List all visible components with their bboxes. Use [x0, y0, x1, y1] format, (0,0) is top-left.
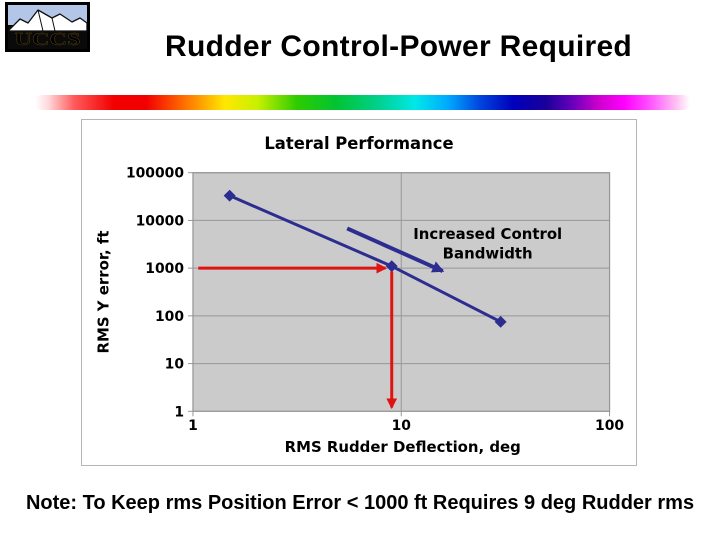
y-tick-label: 10000 — [136, 213, 185, 229]
data-point-marker — [385, 260, 398, 273]
data-point-marker — [223, 189, 236, 202]
annotation-label: Bandwidth — [443, 245, 533, 263]
uccs-logo-graphic: UCCS — [8, 5, 87, 49]
y-tick-label: 100 — [155, 309, 184, 325]
y-tick-label: 1000 — [145, 261, 184, 277]
data-point-marker — [494, 315, 507, 328]
plot-border — [192, 172, 611, 412]
mountain-ridge-lines — [37, 9, 56, 32]
x-tick-label: 1 — [188, 418, 198, 434]
y-axis-title: RMS Y error, ft — [94, 231, 112, 354]
y-tick-label: 100000 — [126, 166, 184, 182]
rainbow-divider — [35, 95, 690, 110]
logo-text: UCCS — [15, 29, 81, 49]
x-axis-title: RMS Rudder Deflection, deg — [285, 438, 521, 456]
slide-note: Note: To Keep rms Position Error < 1000 … — [25, 492, 695, 514]
x-tick-label: 10 — [392, 418, 412, 434]
annotation-label: Increased Control — [413, 225, 562, 243]
x-tick-label: 100 — [595, 418, 624, 434]
chart-generated: 1 10 100 1000 10000 100000 1 10 100 Increased Con… — [126, 166, 624, 435]
lateral-performance-chart: 1 10 100 1000 10000 100000 1 10 100 Increased Con… — [94, 134, 624, 456]
uccs-logo: UCCS — [5, 2, 90, 52]
y-tick-label: 1 — [174, 404, 184, 420]
mountain-icon — [8, 9, 87, 32]
chart-title: Lateral Performance — [264, 134, 453, 153]
y-tick-label: 10 — [165, 357, 185, 373]
chart-panel: 1 10 100 1000 10000 100000 1 10 100 Increased Con… — [81, 119, 637, 466]
page-title: Rudder Control-Power Required — [165, 30, 633, 63]
blue-annotation-arrow — [346, 226, 445, 273]
